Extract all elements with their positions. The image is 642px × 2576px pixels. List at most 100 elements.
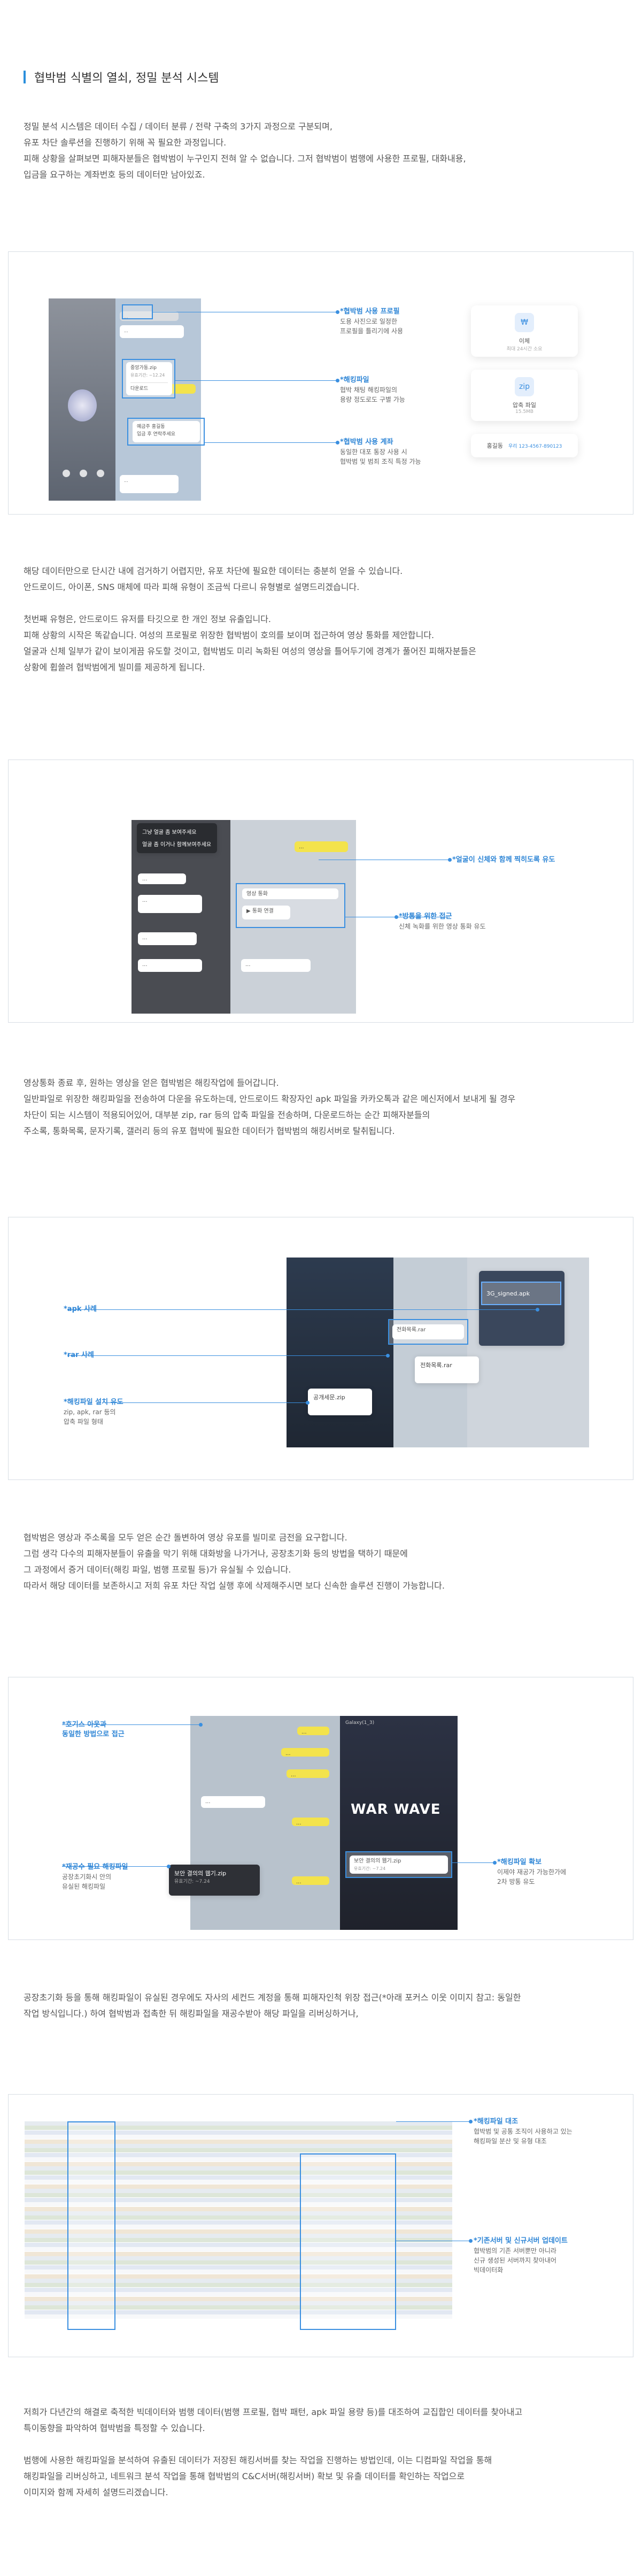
annotation-file: *해킹파일 협박 채팅 해킹파일의 용량 정도로도 구별 가능 <box>340 375 405 404</box>
chat-screen: ... ... ... ... ... ... <box>190 1716 340 1930</box>
annotation-desc: 도용 사진으로 일정한 <box>340 318 397 325</box>
account-card: 홍길동 우리 123-4567-890123 <box>471 434 578 457</box>
sec5-paragraph: 공장초기화 등을 통해 해킹파일이 유실된 경우에도 자사의 세컨드 계정을 통… <box>24 1990 617 2022</box>
game-banner: WAR WAVE <box>351 1801 441 1818</box>
sec3-line: 일반파일로 위장한 해킹파일을 전송하여 다운을 유도하는데, 안드로이드 확장… <box>24 1094 516 1104</box>
sec2-line: 얼굴과 신체 일부가 같이 보이게끔 유도할 것이고, 협박범도 미리 녹화된 … <box>24 646 476 656</box>
video-icon: ▶ <box>246 908 252 914</box>
leader-line <box>205 442 338 443</box>
annotation-apk: *apk 사례 <box>64 1305 97 1314</box>
panel-data-comparison: *해킹파일 대조 협박범 및 공통 조직이 사용하고 있는 해킹파일 분산 및 … <box>8 2094 633 2357</box>
annotation-desc: 해킹파일 분산 및 유형 대조 <box>474 2137 547 2145</box>
profile-highlight-box <box>122 304 153 319</box>
annotation-title: *재공수 필요 해킹파일 <box>62 1863 128 1871</box>
annotation-approach: *방통을 위한 접근 신체 녹화를 위한 영상 통화 유도 <box>399 912 486 931</box>
chat-bubble: ... <box>241 959 311 972</box>
call-button[interactable]: ▶ 통화 연결 <box>242 906 290 919</box>
annotation-desc: 협박 채팅 해킹파일의 <box>340 386 397 394</box>
leader-dot <box>336 310 339 314</box>
phone-icon[interactable] <box>80 470 87 477</box>
annotation-desc: 협박범 및 범죄 조직 특정 가능 <box>340 458 421 465</box>
spreadsheet-right <box>297 2121 452 2320</box>
annotation-desc: 용량 정도로도 구별 가능 <box>340 396 405 403</box>
file-expiry: 유효기간: ~7.24 <box>354 1866 386 1871</box>
annotation-title: *해킹파일 <box>340 376 369 384</box>
chat-bubble: ... <box>292 1818 329 1826</box>
leader-dot <box>336 441 339 444</box>
file-save[interactable]: 다운로드 <box>130 382 168 393</box>
rar-file-name: 전화목록.rar <box>392 1324 464 1339</box>
file-highlight-box: 보안 결의의 웹기.zip 유효기간: ~7.24 <box>345 1851 452 1878</box>
file-name: 중앙가동.zip <box>130 365 157 371</box>
zip-file-icon: zip <box>515 377 534 396</box>
left-column-highlight <box>67 2121 115 2330</box>
annotation-title: *해킹파일 확보 <box>497 1858 542 1866</box>
annotation-secure: *해킹파일 확보 이제야 재공가 가능한가에 2차 방통 유도 <box>497 1858 566 1887</box>
sec6-line: 이미지와 함께 자세히 설명드리겠습니다. <box>24 2487 168 2497</box>
sec4-line: 협박범은 영상과 주소록을 모두 얻은 순간 돌변하여 영상 유포를 빌미로 금… <box>24 1532 347 1543</box>
spreadsheet-row <box>25 2314 297 2320</box>
transfer-card: ₩ 이체 최대 24시간 소요 <box>471 305 578 357</box>
mute-icon[interactable] <box>63 470 70 477</box>
chat-title: Galaxy(1_3) <box>345 1720 375 1726</box>
annotation-title: *방통을 위한 접근 <box>399 913 452 921</box>
account-name: 홍길동 <box>486 442 503 449</box>
title-accent-bar <box>24 71 26 83</box>
intro-line: 입금을 요구하는 계좌번호 등의 데이터만 남아있죠. <box>24 170 205 180</box>
sec4-line: 따라서 해당 데이터를 보존하시고 저희 유포 차단 작업 실행 후에 삭제해주… <box>24 1581 445 1591</box>
sec6-line: 해킹파일을 리버싱하고, 네트워크 분석 작업을 통해 협박범의 C&C서버(해… <box>24 2471 465 2481</box>
annotation-desc: 빅데이터화 <box>474 2266 504 2274</box>
rar-highlight-box: 전화목록.rar <box>388 1319 468 1345</box>
annotation-desc: 동일한 대포 통장 사용 시 <box>340 448 407 456</box>
transfer-icon: ₩ <box>515 313 534 332</box>
chat-bubble: ... <box>292 1876 329 1885</box>
hacking-file-card: 보안 결의의 웹기.zip 유효기간: ~7.24 <box>169 1865 260 1896</box>
video-call-screen <box>49 298 115 501</box>
sec6-line: 범행에 사용한 해킹파일을 분석하여 유출된 데이터가 저장된 해킹서버를 찾는… <box>24 2455 492 2465</box>
apk-popup: 3G_signed.apk <box>479 1271 564 1346</box>
spreadsheet-left <box>25 2121 297 2320</box>
annotation-rar: *rar 사례 <box>64 1351 94 1360</box>
chat-bubble: ... <box>120 475 179 493</box>
account-request: 입금 후 연락주세요 <box>137 432 175 437</box>
sec2-line: 피해 상황의 시작은 똑같습니다. 여성의 프로필로 위장한 협박범이 호의를 … <box>24 630 435 640</box>
sec3-paragraph: 영상통화 종료 후, 원하는 영상을 얻은 협박범은 해킹작업에 들어갑니다. … <box>24 1075 617 1139</box>
chat-bubble: ... <box>287 1769 329 1778</box>
file-highlight-box: 중앙가동.zip 유효기간: ~12.24 다운로드 <box>122 359 175 398</box>
sec2-line: 안드로이드, 아이폰, SNS 매체에 따라 피해 유형이 조금씩 다르니 유형… <box>24 582 360 592</box>
chat-bubble: ... <box>295 841 348 852</box>
leader-line <box>62 1866 169 1867</box>
face-request-text2: 얼굴 좀 이거나 함께보여주세요 <box>142 842 212 848</box>
chat-bubble: ... <box>201 1796 265 1808</box>
leader-dot <box>469 2239 473 2243</box>
intro-line: 피해 상황을 살펴보면 피해자분들은 협박범이 누구인지 전혀 알 수 없습니다… <box>24 154 466 164</box>
annotation-server-update: *기존서버 및 신규서버 업데이트 협박범의 기존 서버뿐만 아니라 신규 생성… <box>474 2236 568 2275</box>
message-icon[interactable] <box>97 470 104 477</box>
chat-bubble: ... <box>297 1727 329 1735</box>
annotation-approach: *호기스 아웃과 동일한 방법으로 접근 <box>62 1720 125 1739</box>
leader-dot <box>199 1723 203 1727</box>
leader-line <box>175 380 338 381</box>
sec4-line: 그럼 생각 다수의 피해자분들이 유출을 막기 위해 대화방을 나가거나, 공장… <box>24 1548 408 1559</box>
sec2-line: 첫번째 유형은, 안드로이드 유저를 타깃으로 한 개인 정보 유출입니다. <box>24 614 272 624</box>
chat-screen: ... ... ... ... <box>115 298 201 501</box>
dark-chat-screen <box>287 1258 393 1447</box>
sec5-line: 공장초기화 등을 통해 해킹파일이 유실된 경우에도 자사의 세컨드 계정을 통… <box>24 1992 521 2003</box>
file-name: 보안 결의의 웹기.zip <box>354 1858 401 1864</box>
annotation-title: *기존서버 및 신규서버 업데이트 <box>474 2237 568 2245</box>
face-request-text: 그냥 얼굴 좀 보여주세요 <box>142 830 197 835</box>
annotation-title: *협박범 사용 프로필 <box>340 308 400 316</box>
sec2-line: 상황에 휩쓸려 협박범에게 빌미를 제공하게 됩니다. <box>24 662 205 672</box>
sec5-line: 작업 방식입니다.) 하여 협박범과 접촉한 뒤 해킹파일을 재공수받아 해당 … <box>24 2008 359 2019</box>
leader-dot <box>306 1401 310 1405</box>
file-name: 전화목록.rar <box>420 1362 452 1369</box>
call-label: 영상 통화 <box>242 888 338 899</box>
chat-bubble: ... <box>138 932 197 945</box>
account-highlight-box: 예금주 홍길동 입금 후 연락주세요 <box>127 418 205 446</box>
transfer-sub: 최대 24시간 소요 <box>506 347 543 352</box>
annotation-desc: 협박범의 기존 서버뿐만 아니라 <box>474 2247 556 2255</box>
sec3-line: 영상통화 종료 후, 원하는 영상을 얻은 협박범은 해킹작업에 들어갑니다. <box>24 1078 279 1088</box>
annotation-title: *apk 사례 <box>64 1305 97 1313</box>
file-bubble: 보안 결의의 웹기.zip 유효기간: ~7.24 <box>350 1856 448 1874</box>
annotation-face: *얼굴이 신체와 함께 찍히도록 유도 <box>452 855 555 865</box>
